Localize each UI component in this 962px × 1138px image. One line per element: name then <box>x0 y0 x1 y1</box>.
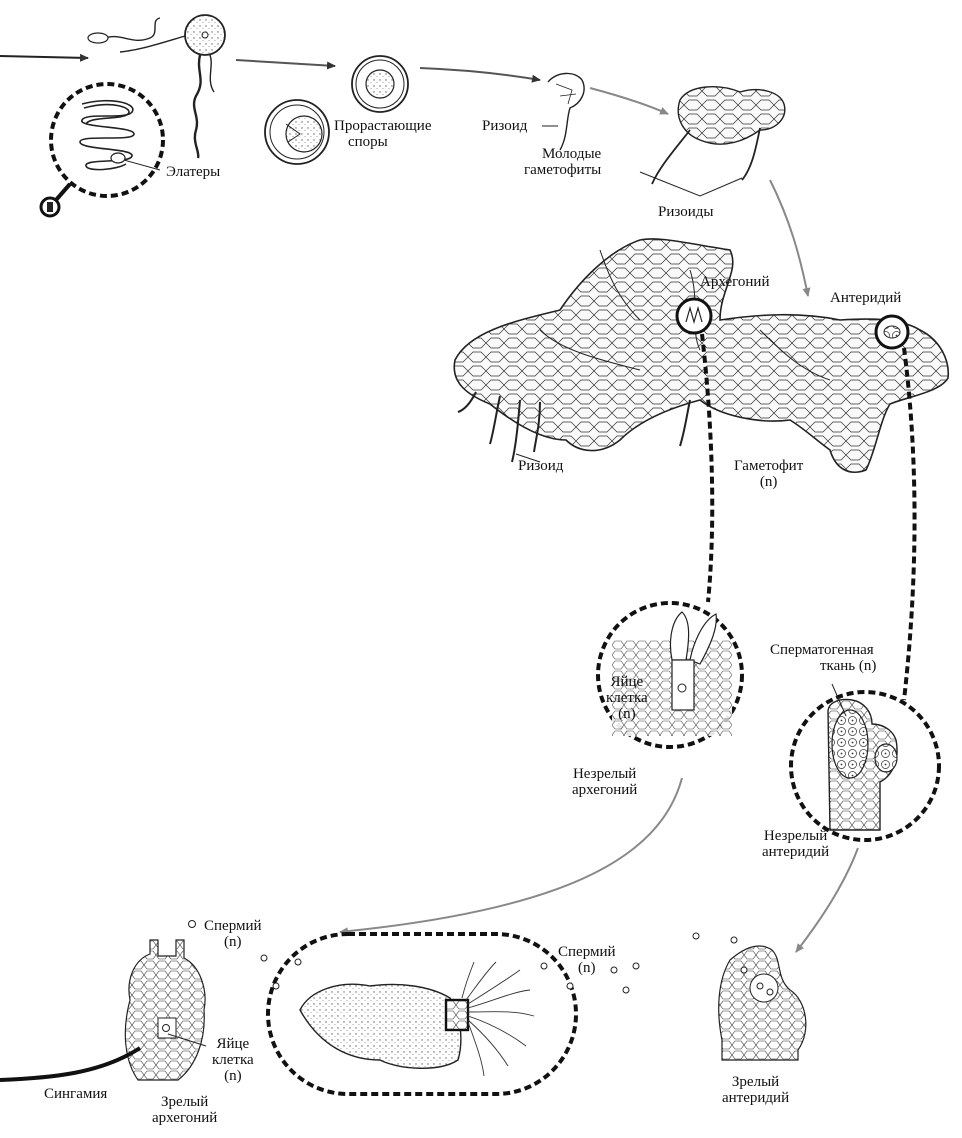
label-immature-archegonium-line2: архегоний <box>572 782 638 798</box>
label-gametophyte: Гаметофит (n) <box>734 458 803 490</box>
label-gametophyte-line2: (n) <box>759 474 778 490</box>
label-germinating-spores: Прорастающие споры <box>334 118 432 150</box>
label-mature-archegonium-line1: Зрелый <box>161 1094 209 1110</box>
young-gametophyte-small <box>542 72 585 151</box>
label-mature-antheridium-line2: антеридий <box>722 1090 790 1106</box>
label-egg-cell-bottom: Яйце клетка (n) <box>212 1036 254 1084</box>
label-spermatogenous-tissue: Сперматогенная ткань (n) <box>770 642 876 674</box>
label-egg-cell-top: Яйце клетка (n) <box>606 674 648 722</box>
label-sperm-left-line1: Спермий <box>204 918 262 934</box>
arrow-to-mature-antheridium <box>795 847 859 953</box>
label-rhizoid-small: Ризоид <box>482 118 528 134</box>
label-sperm-right-line2: (n) <box>578 960 596 976</box>
label-germinating-spores-line1: Прорастающие <box>334 118 432 134</box>
incoming-arrow <box>0 53 89 62</box>
label-syngamy: Сингамия <box>44 1086 108 1102</box>
label-mature-archegonium-line2: архегоний <box>152 1110 218 1126</box>
label-egg-cell-top-line2: клетка <box>606 690 648 706</box>
arrow-capsule-to-spores <box>235 59 336 70</box>
label-egg-cell-bottom-line2: клетка <box>212 1052 254 1068</box>
elater-closeup <box>39 82 165 218</box>
label-mature-archegonium: Зрелый архегоний <box>152 1094 217 1126</box>
label-spermatogenous-tissue-line2: ткань (n) <box>820 658 877 674</box>
label-sperm-right: Спермий (n) <box>558 944 616 976</box>
label-germinating-spores-line2: споры <box>348 134 388 150</box>
label-sperm-left: Спермий (n) <box>204 918 262 950</box>
germinating-spores <box>264 55 409 165</box>
mature-gametophyte-thallus <box>453 238 949 474</box>
immature-antheridium-closeup <box>789 683 941 842</box>
label-rhizoid-large: Ризоид <box>518 458 564 474</box>
label-young-gametophytes: Молодые гаметофиты <box>524 146 601 178</box>
label-egg-cell-bottom-line1: Яйце <box>216 1036 250 1052</box>
mature-archegonium <box>0 939 207 1082</box>
label-sperm-right-line1: Спермий <box>558 944 616 960</box>
label-rhizoids: Ризоиды <box>658 204 714 220</box>
label-immature-archegonium: Незрелый архегоний <box>572 766 637 798</box>
capsule-with-elaters <box>87 14 226 159</box>
label-immature-antheridium-line1: Незрелый <box>763 828 828 844</box>
sperm-particles <box>188 920 748 994</box>
label-gametophyte-line1: Гаметофит <box>734 458 804 474</box>
label-elaters: Элатеры <box>166 164 221 180</box>
label-egg-cell-bottom-line3: (n) <box>224 1068 242 1084</box>
label-egg-cell-top-line3: (n) <box>618 706 636 722</box>
label-immature-antheridium: Незрелый антеридий <box>762 828 829 860</box>
arrow-spores-to-young-gametophytes <box>419 67 541 83</box>
archegonium-connector <box>700 333 715 603</box>
young-gametophyte-large <box>639 86 786 197</box>
label-immature-archegonium-line1: Незрелый <box>572 766 637 782</box>
label-young-gametophytes-line1: Молодые <box>542 146 602 162</box>
label-sperm-left-line2: (n) <box>224 934 242 950</box>
antheridium-connector <box>902 347 917 701</box>
label-egg-cell-top-line1: Яйце <box>610 674 644 690</box>
fertilization-closeup <box>266 932 578 1096</box>
label-spermatogenous-tissue-line1: Сперматогенная <box>770 642 874 658</box>
immature-archegonium-closeup <box>596 601 744 749</box>
label-mature-antheridium-line1: Зрелый <box>731 1074 780 1090</box>
label-young-gametophytes-line2: гаметофиты <box>524 162 602 178</box>
arrow-to-fertilization <box>339 777 683 936</box>
arrow-to-larger-gametophyte <box>589 87 669 115</box>
arrow-to-mature-gametophyte <box>769 179 811 297</box>
mature-antheridium <box>718 945 807 1061</box>
label-archegonium: Архегоний <box>700 274 770 290</box>
label-immature-antheridium-line2: антеридий <box>762 844 830 860</box>
label-antheridium: Антеридий <box>830 290 902 306</box>
label-mature-antheridium: Зрелый антеридий <box>722 1074 789 1106</box>
